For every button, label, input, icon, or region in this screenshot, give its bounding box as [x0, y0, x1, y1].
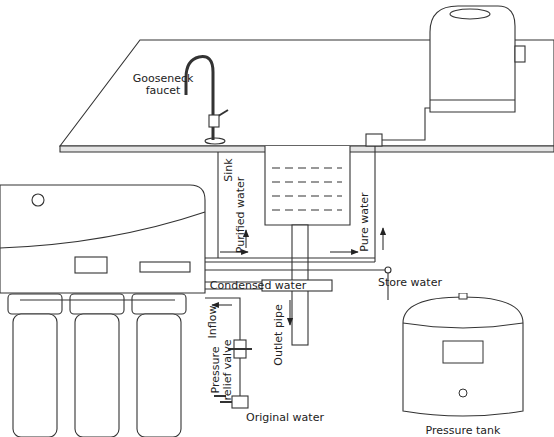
filter-body	[13, 314, 57, 437]
tank-valve	[459, 389, 467, 397]
brand-plate	[140, 262, 190, 272]
filter-manifold	[20, 299, 175, 300]
tank-seam	[403, 323, 523, 328]
pipe-label: Inflow	[207, 297, 219, 347]
pipe-label: Sink	[223, 150, 235, 190]
pipe-label: Pure water	[359, 182, 371, 262]
pipe-label: Store water	[370, 277, 450, 289]
dispenser-lid	[450, 9, 490, 19]
pure-water-line	[205, 258, 375, 262]
pipe-label: Condensed water	[203, 280, 313, 292]
supply-pipe	[239, 358, 240, 398]
pipe-label: Pressure relief valve	[210, 338, 234, 402]
display-panel	[75, 257, 107, 273]
tank-outline	[398, 293, 528, 437]
flow-arrow	[212, 304, 232, 305]
pipe-label: Purified water	[235, 170, 247, 260]
dispenser-base-line	[430, 99, 515, 100]
filter-body	[137, 314, 181, 437]
flow-arrow	[289, 300, 290, 325]
sink-water	[272, 168, 342, 210]
faucet-body	[209, 115, 219, 127]
pipe-fitting	[366, 134, 382, 146]
filter-housings	[8, 294, 186, 437]
pipe-joint	[385, 267, 391, 273]
ro-unit-contour	[0, 212, 205, 248]
dispenser-spout	[515, 46, 525, 62]
flow-arrow	[330, 251, 358, 252]
ro-unit-housing	[0, 185, 205, 293]
tank-inlet	[459, 293, 467, 299]
pipe-label: Original water	[235, 412, 335, 424]
faucet-base	[205, 138, 225, 144]
supply-tap	[232, 396, 248, 408]
pressure-tank: Pressure tank	[398, 293, 528, 437]
pipe-label: Gooseneck faucet	[132, 73, 194, 97]
tank-body	[403, 297, 523, 416]
pipe-label: Outlet pipe	[273, 295, 285, 375]
flow-arrow	[382, 228, 383, 250]
filter-cap	[8, 294, 62, 314]
sink-basin	[265, 146, 350, 225]
filter-cap	[70, 294, 124, 314]
component-name: Pressure tank	[398, 425, 528, 437]
water-dispenser	[430, 6, 515, 112]
filter-body	[75, 314, 119, 437]
filter-cap	[132, 294, 186, 314]
purified-water-pipe	[217, 152, 218, 258]
dispenser-pipe	[375, 108, 430, 152]
pure-water-pipe	[374, 152, 375, 262]
tank-label-plate	[443, 341, 483, 363]
brand-logo	[32, 194, 44, 206]
